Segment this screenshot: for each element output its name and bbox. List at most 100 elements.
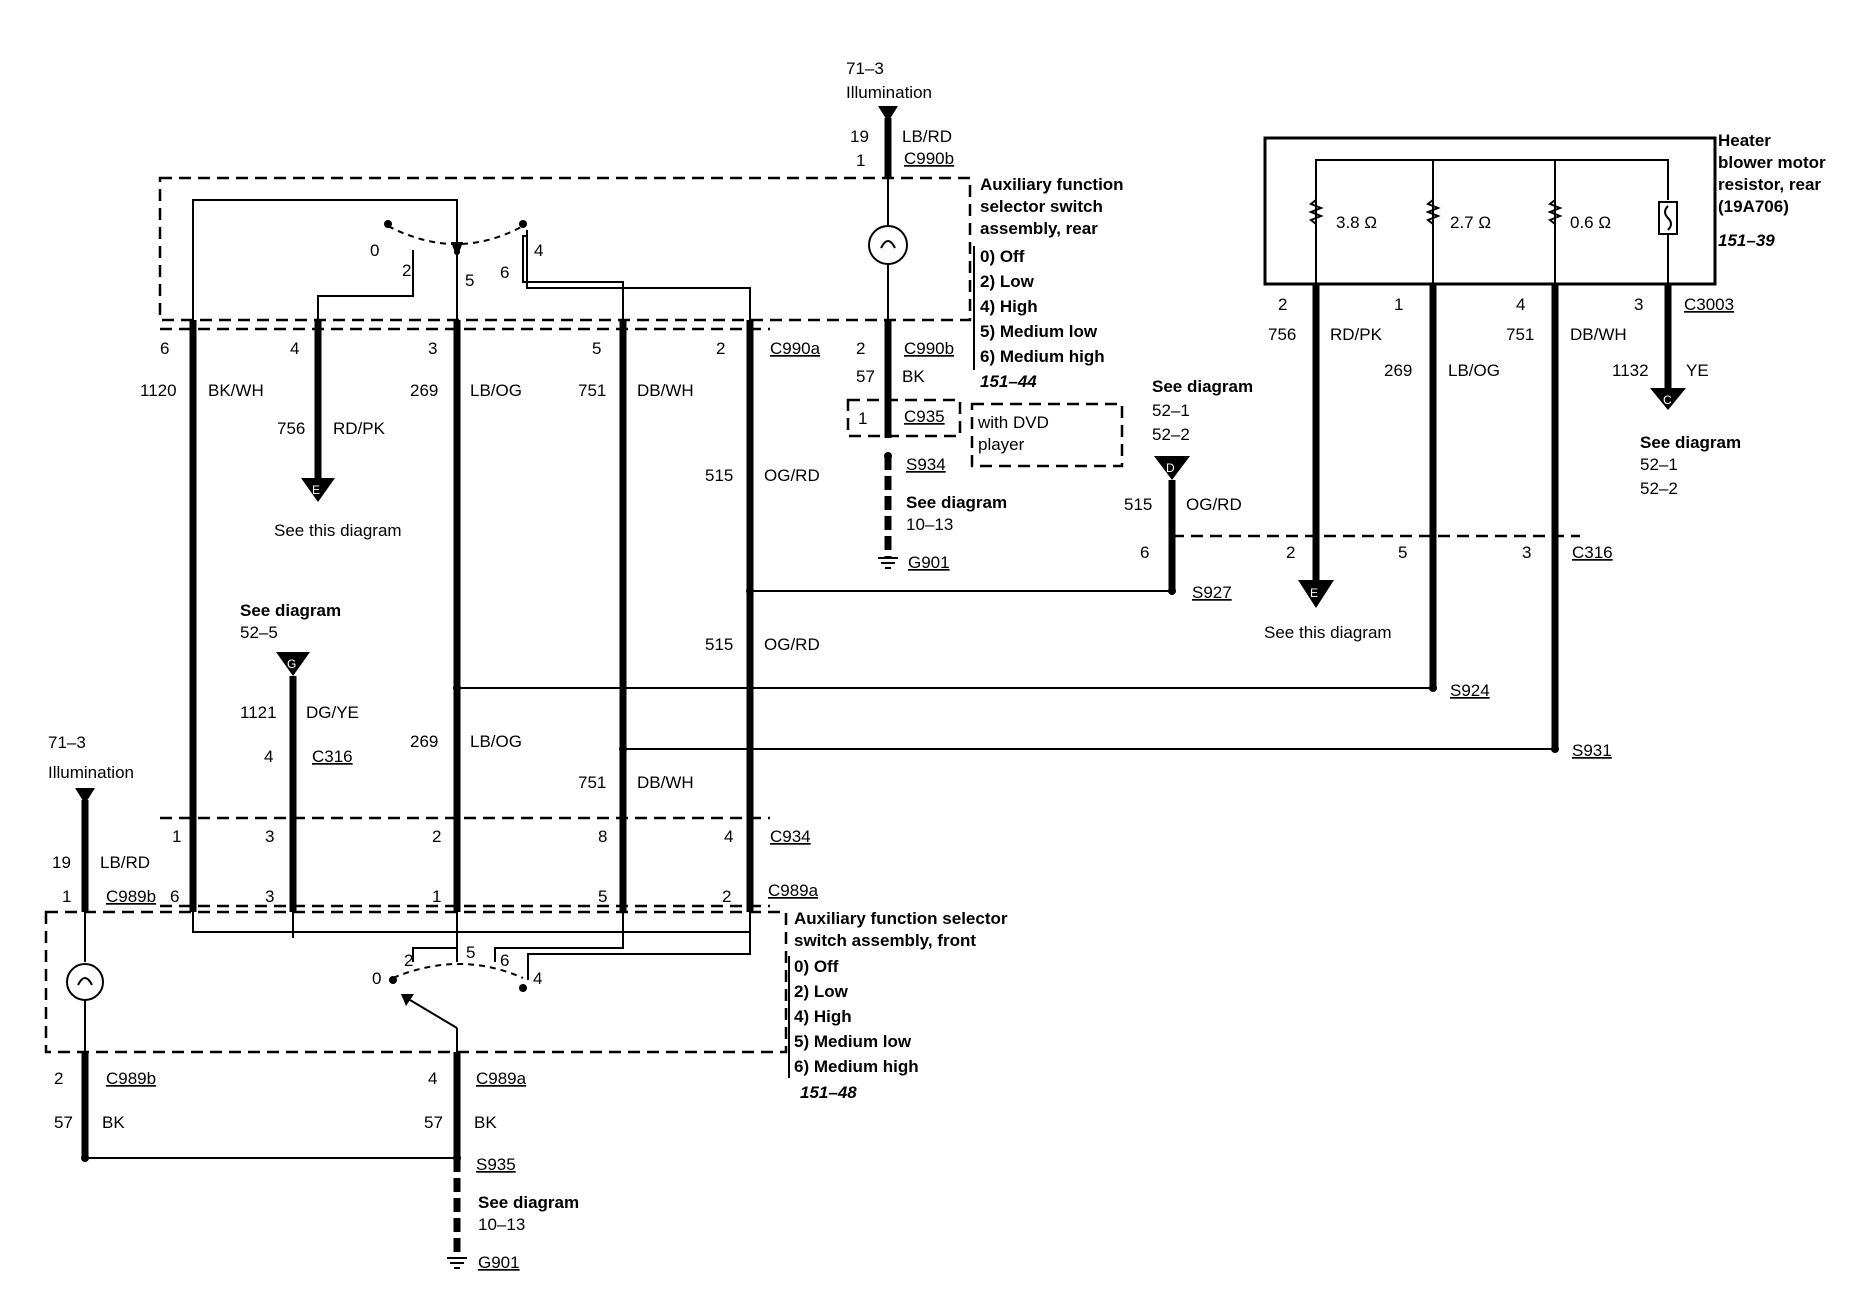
front-mode-high: 4) High xyxy=(794,1007,852,1026)
c990b-top-pin: 1 xyxy=(856,151,865,170)
wire-57-center-num: 57 xyxy=(856,367,875,386)
marker-e-left-label: E xyxy=(312,483,320,497)
rear-switch-title-2: selector switch xyxy=(980,197,1103,216)
front-mode-medlow: 5) Medium low xyxy=(794,1032,912,1051)
c989a-label-bottom: C989a xyxy=(476,1069,527,1088)
resistor-0-6 xyxy=(1547,199,1563,225)
c935-label: C935 xyxy=(904,407,945,426)
marker-e-right-label: E xyxy=(1310,586,1318,600)
front-switch-title-1: Auxiliary function selector xyxy=(794,909,1008,928)
c990a-pin-2: 2 xyxy=(716,339,725,358)
rear-mode-medhigh: 6) Medium high xyxy=(980,347,1105,366)
marker-e-left xyxy=(301,478,335,502)
resistor-title-2: blower motor xyxy=(1718,153,1826,172)
front-pin-4: 4 xyxy=(533,969,542,988)
front-pin-6: 6 xyxy=(500,951,509,970)
resistor-value-2: 2.7 Ω xyxy=(1450,213,1491,232)
thermal-fuse-icon xyxy=(1658,201,1678,235)
wire-751-right-color: DB/WH xyxy=(1570,325,1627,344)
wire-269-color-2: LB/OG xyxy=(470,732,522,751)
c935-pin: 1 xyxy=(858,409,867,428)
c3003-pin-1: 1 xyxy=(1394,295,1403,314)
illum-center-label: Illumination xyxy=(846,83,932,102)
wire-57-front-num: 57 xyxy=(424,1113,443,1132)
ref-52-2-c: 52–2 xyxy=(1640,479,1678,498)
wire-751-color: DB/WH xyxy=(637,381,694,400)
rear-switch-title-3: assembly, rear xyxy=(980,219,1098,238)
c316-right-pin-2: 2 xyxy=(1286,543,1295,562)
see-diagram-d: See diagram xyxy=(1152,377,1253,396)
marker-d xyxy=(1154,456,1190,480)
c3003-pin-4: 4 xyxy=(1516,295,1525,314)
s927-label: S927 xyxy=(1192,583,1232,602)
g901-front-label: G901 xyxy=(478,1253,520,1272)
blower-resistor-box xyxy=(1263,136,1717,286)
wire-1121-color: DG/YE xyxy=(306,703,359,722)
wire-269-num-2: 269 xyxy=(410,732,438,751)
wire-756-left-color: RD/PK xyxy=(333,419,386,438)
c316-left-pin: 4 xyxy=(264,747,273,766)
s924-label: S924 xyxy=(1450,681,1490,700)
ref-52-2-d: 52–2 xyxy=(1152,425,1190,444)
wire-756-right-num: 756 xyxy=(1268,325,1296,344)
rear-pin-4: 4 xyxy=(534,241,543,260)
wire-269-right-color: LB/OG xyxy=(1448,361,1500,380)
front-pin-5: 5 xyxy=(466,943,475,962)
illum-left-code: 71–3 xyxy=(48,733,86,752)
c935-connector-box xyxy=(846,398,962,438)
c316-right-pin-5: 5 xyxy=(1398,543,1407,562)
rear-mode-high: 4) High xyxy=(980,297,1038,316)
illum-left-label: Illumination xyxy=(48,763,134,782)
illum-center-code: 71–3 xyxy=(846,59,884,78)
c989a-pin-1: 1 xyxy=(432,887,441,906)
front-pin-2: 2 xyxy=(404,951,413,970)
front-pin-0: 0 xyxy=(372,969,381,988)
marker-c xyxy=(1650,388,1686,410)
s931-label: S931 xyxy=(1572,741,1612,760)
marker-e-right xyxy=(1298,580,1334,608)
ref-10-13-front: 10–13 xyxy=(478,1215,525,1234)
see-this-left: See this diagram xyxy=(274,521,402,540)
marker-g-label: G xyxy=(287,657,296,671)
c934-pin-1: 1 xyxy=(172,827,181,846)
front-lamp-icon xyxy=(66,963,104,1001)
c989a-pin-5: 5 xyxy=(598,887,607,906)
dvd-label-2: player xyxy=(978,435,1025,454)
resistor-title-1: Heater xyxy=(1718,131,1771,150)
marker-c-label: C xyxy=(1663,393,1672,407)
c316-left-label: C316 xyxy=(312,747,353,766)
wire-19-center-num: 19 xyxy=(850,127,869,146)
wire-19-center-color: LB/RD xyxy=(902,127,952,146)
wire-57-front-color: BK xyxy=(474,1113,497,1132)
wire-756-right-color: RD/PK xyxy=(1330,325,1383,344)
rear-pin-0: 0 xyxy=(370,241,379,260)
rear-switch-box xyxy=(158,176,972,322)
rear-switch-title-1: Auxiliary function xyxy=(980,175,1124,194)
front-switch-ref: 151–48 xyxy=(800,1083,857,1102)
front-mode-low: 2) Low xyxy=(794,982,849,1001)
wire-269-color: LB/OG xyxy=(470,381,522,400)
resistor-ref: 151–39 xyxy=(1718,231,1775,250)
see-diagram-front-ground: See diagram xyxy=(478,1193,579,1212)
wire-515-num: 515 xyxy=(705,466,733,485)
wire-751-num-2: 751 xyxy=(578,773,606,792)
wire-515-color: OG/RD xyxy=(764,466,820,485)
rear-pin-5: 5 xyxy=(465,271,474,290)
wire-751-num: 751 xyxy=(578,381,606,400)
c3003-pin-3: 3 xyxy=(1634,295,1643,314)
wire-1132-num: 1132 xyxy=(1612,361,1649,380)
marker-g xyxy=(276,652,310,676)
wire-515-right-num: 515 xyxy=(1124,495,1152,514)
c316-right-pin-3: 3 xyxy=(1522,543,1531,562)
rear-pin-6: 6 xyxy=(500,263,509,282)
wire-1132-color: YE xyxy=(1686,361,1709,380)
rear-mode-low: 2) Low xyxy=(980,272,1035,291)
c316-right-pin-6: 6 xyxy=(1140,543,1149,562)
wire-57-center-color: BK xyxy=(902,367,925,386)
front-switch-assembly: 0 2 5 6 4 xyxy=(44,910,788,1054)
wire-57-left-num: 57 xyxy=(54,1113,73,1132)
c989b-label-top: C989b xyxy=(106,887,156,906)
wire-1121-num: 1121 xyxy=(240,703,277,722)
ref-52-1-d: 52–1 xyxy=(1152,401,1190,420)
